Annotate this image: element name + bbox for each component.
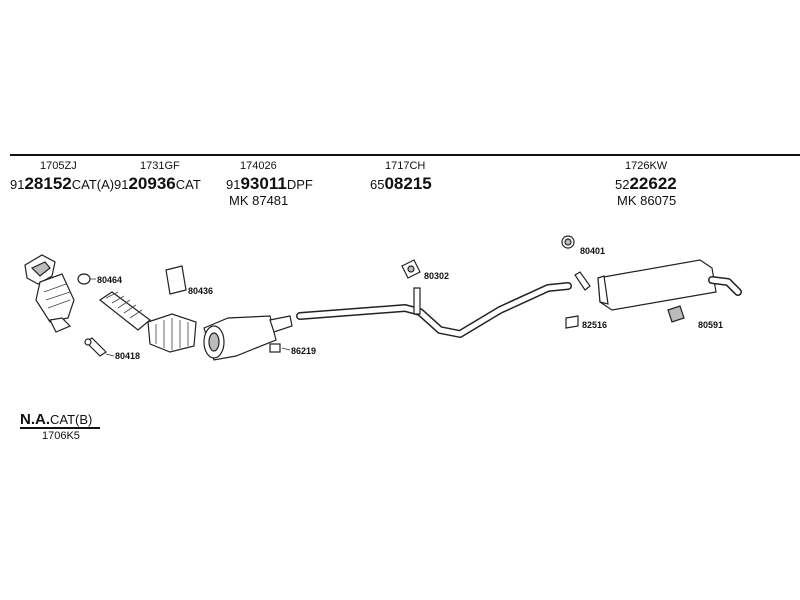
callout-80302: 80302	[424, 271, 450, 281]
catalyst-housing-drawing	[147, 313, 197, 353]
part-id-1705ZJ: 1705ZJ	[40, 160, 77, 172]
callout-86219: 86219	[291, 346, 317, 356]
dpf-drawing	[203, 315, 293, 361]
part-id-174026: 174026	[240, 160, 277, 172]
callout-80418: 80418	[115, 351, 141, 361]
hanger-86219-drawing	[269, 343, 291, 353]
mk-number-174026: MK 87481	[229, 193, 289, 208]
callout-80436: 80436	[188, 286, 214, 296]
clamp-80464-drawing	[77, 273, 96, 285]
callout-80591: 80591	[698, 320, 724, 330]
rear-silencer-drawing	[574, 259, 742, 311]
mk-number-1726KW: MK 86075	[617, 193, 677, 208]
mount-80591-drawing	[667, 305, 685, 323]
note-rule	[20, 427, 100, 429]
top-rule	[10, 154, 800, 156]
callout-80401: 80401	[580, 246, 606, 256]
part-id-1717CH: 1717CH	[385, 160, 426, 172]
na-note-code: 1706K5	[42, 430, 80, 442]
front-catalyst-drawing	[24, 254, 75, 333]
clamp-80401-drawing	[561, 235, 575, 249]
part-number-174026: 9193011DPF	[226, 174, 313, 193]
callout-82516: 82516	[582, 320, 608, 330]
middle-pipe-drawing	[296, 282, 572, 338]
part-number-1731GF: 9120936CAT	[114, 174, 201, 193]
part-number-1705ZJ: 9128152CAT(A)	[10, 174, 115, 193]
part-id-1726KW: 1726KW	[625, 160, 668, 172]
bolt-80418-drawing	[84, 337, 115, 357]
gasket-80436-drawing	[165, 265, 187, 295]
gasket-80302-drawing	[401, 259, 421, 279]
part-number-1726KW: 5222622	[615, 174, 677, 193]
flex-pipe-drawing	[98, 291, 151, 331]
callout-80464: 80464	[97, 275, 123, 285]
part-id-1731GF: 1731GF	[140, 160, 180, 172]
na-note: N.A.CAT(B)	[20, 411, 93, 428]
part-number-1717CH: 6508215	[370, 174, 432, 193]
clamp-82516-drawing	[565, 315, 579, 329]
